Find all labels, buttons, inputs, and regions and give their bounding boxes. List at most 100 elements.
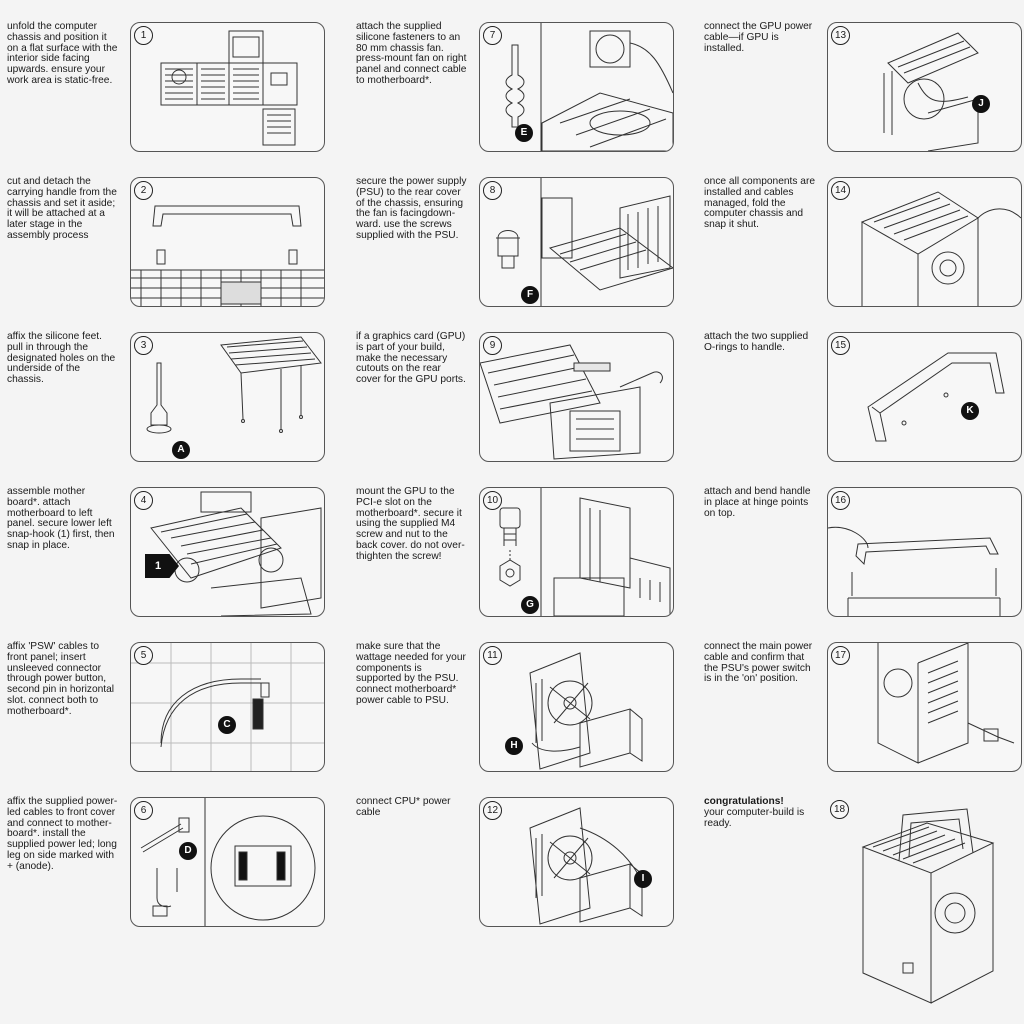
step-text: affix the supplied power-led cables to f… xyxy=(7,796,118,872)
finished-computer-illustration xyxy=(861,808,995,1004)
step-text: mount the GPU to the PCI-e slot on the m… xyxy=(356,486,465,562)
part-badge: D xyxy=(179,842,197,860)
step-1: unfold the computer chassis and position… xyxy=(0,21,330,152)
step-number: 10 xyxy=(483,491,502,510)
step-4: assemble mother board*. attach motherboa… xyxy=(0,486,330,617)
step-3: affix the silicone feet. pull in through… xyxy=(0,331,330,462)
step-illustration: 1 xyxy=(130,22,325,152)
psu-rear-cover-illustration xyxy=(496,178,673,306)
handle-o-rings-illustration xyxy=(867,352,1005,442)
step-illustration: 4 1 xyxy=(130,487,325,617)
step-5: affix 'PSW' cables to front panel; inser… xyxy=(0,641,330,772)
part-badge: F xyxy=(521,286,539,304)
step-text: cut and detach the carrying handle from … xyxy=(7,176,117,241)
step-illustration: 8 F xyxy=(479,177,674,307)
step-17: connect the main power cable and confirm… xyxy=(697,641,1024,772)
step-text: affix the silicone feet. pull in through… xyxy=(7,331,116,386)
step-number: 17 xyxy=(831,646,850,665)
step-illustration: 3 A xyxy=(130,332,325,462)
part-badge: G xyxy=(521,596,539,614)
step-illustration: 14 xyxy=(827,177,1022,307)
step-illustration: 13 J xyxy=(827,22,1022,152)
step-text: affix 'PSW' cables to front panel; inser… xyxy=(7,641,115,717)
step-illustration: 16 xyxy=(827,487,1022,617)
step-9: if a graphics card (GPU) is part of your… xyxy=(349,331,679,462)
part-badge: E xyxy=(515,124,533,142)
step-18: congratulations!your computer-build is r… xyxy=(697,796,1024,1004)
part-badge: I xyxy=(634,870,652,888)
gpu-mount-illustration xyxy=(499,488,671,616)
step-illustration: 2 xyxy=(130,177,325,307)
step-text: attach the supplied silicone fasteners t… xyxy=(356,21,467,86)
step-illustration: 5 C xyxy=(130,642,325,772)
step-number: 12 xyxy=(483,801,502,820)
step-15: attach the two supplied O-rings to handl… xyxy=(697,331,1024,462)
step-text: if a graphics card (GPU) is part of your… xyxy=(356,331,466,386)
step-illustration: 15 K xyxy=(827,332,1022,462)
folded-chassis-illustration xyxy=(860,191,1021,306)
gpu-cutout-illustration xyxy=(480,344,663,460)
step-illustration: 17 xyxy=(827,642,1022,772)
step-number: 5 xyxy=(134,646,153,665)
step-text: secure the power supply (PSU) to the rea… xyxy=(356,176,467,241)
step-number: 3 xyxy=(134,336,153,355)
step-text: assemble mother board*. attach motherboa… xyxy=(7,486,115,551)
power-led-illustration xyxy=(140,798,316,926)
step-number: 18 xyxy=(830,800,849,819)
step-number: 9 xyxy=(483,336,502,355)
step-text: connect CPU* power cable xyxy=(356,796,451,818)
unfolded-chassis-illustration xyxy=(160,30,298,146)
step-illustration: 11 H xyxy=(479,642,674,772)
step-16: attach and bend handle in place at hinge… xyxy=(697,486,1024,617)
step-6: affix the supplied power-led cables to f… xyxy=(0,796,330,927)
step-2: cut and detach the carrying handle from … xyxy=(0,176,330,307)
step-number: 8 xyxy=(483,181,502,200)
step-illustration: 7 E xyxy=(479,22,674,152)
step-number: 7 xyxy=(483,26,502,45)
part-badge: K xyxy=(961,402,979,420)
step-text: connect the main power cable and confirm… xyxy=(704,641,813,685)
main-power-cable-illustration xyxy=(877,643,1015,764)
step-number: 14 xyxy=(831,181,850,200)
step-14: once all components are installed and ca… xyxy=(697,176,1024,307)
handle-cutout-illustration xyxy=(131,205,324,306)
step-text: attach the two supplied O-rings to handl… xyxy=(704,331,809,353)
congratulations-heading: congratulations! xyxy=(704,796,784,807)
step-text: make sure that the wattage needed for yo… xyxy=(356,641,466,706)
part-badge: C xyxy=(218,716,236,734)
step-12: connect CPU* power cable 12 I xyxy=(349,796,679,927)
handle-bend-illustration xyxy=(828,526,1001,616)
step-10: mount the GPU to the PCI-e slot on the m… xyxy=(349,486,679,617)
step-illustration: 10 G xyxy=(479,487,674,617)
completion-message: your computer-build is ready. xyxy=(704,806,805,829)
step-13: connect the GPU power cable—if GPU is in… xyxy=(697,21,1024,152)
step-7: attach the supplied silicone fasteners t… xyxy=(349,21,679,152)
step-text: unfold the computer chassis and position… xyxy=(7,21,118,86)
step-number: 4 xyxy=(134,491,153,510)
psu-power-cable-illustration xyxy=(529,652,643,770)
silicone-feet-illustration xyxy=(146,336,322,434)
step-text: connect the GPU power cable—if GPU is in… xyxy=(704,21,813,54)
cpu-power-cable-illustration xyxy=(529,807,643,925)
step-number: 6 xyxy=(134,801,153,820)
step-number: 2 xyxy=(134,181,153,200)
part-badge: H xyxy=(505,737,523,755)
step-number: 16 xyxy=(831,491,850,510)
power-switch-cables-illustration xyxy=(131,643,324,771)
chassis-fan-illustration xyxy=(505,23,673,151)
step-number: 15 xyxy=(831,336,850,355)
step-number: 11 xyxy=(483,646,502,665)
step-text: once all components are installed and ca… xyxy=(704,176,815,231)
step-illustration: 9 xyxy=(479,332,674,462)
step-number: 1 xyxy=(134,26,153,45)
step-illustration: 6 D xyxy=(130,797,325,927)
step-illustration: 18 xyxy=(827,797,1020,1007)
step-8: secure the power supply (PSU) to the rea… xyxy=(349,176,679,307)
step-number: 13 xyxy=(831,26,850,45)
step-text: congratulations!your computer-build is r… xyxy=(704,796,816,829)
part-badge: A xyxy=(172,441,190,459)
step-illustration: 12 I xyxy=(479,797,674,927)
motherboard-panel-illustration xyxy=(150,491,322,616)
step-text: attach and bend handle in place at hinge… xyxy=(704,486,811,519)
part-badge: J xyxy=(972,95,990,113)
